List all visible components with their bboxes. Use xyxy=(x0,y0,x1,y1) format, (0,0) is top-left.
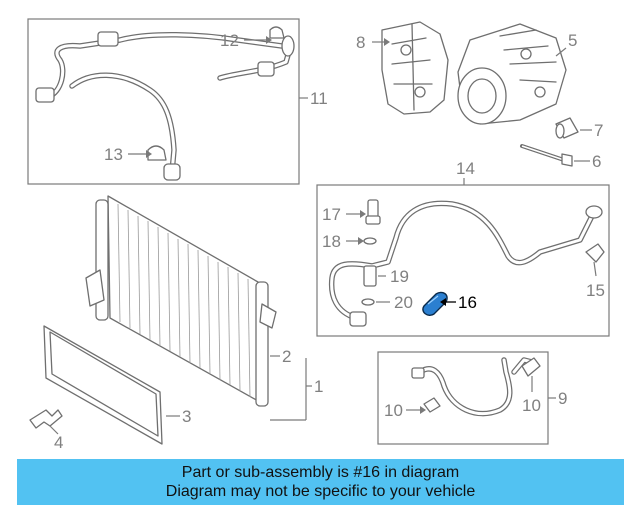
oring-part-18 xyxy=(363,237,377,245)
bracket-part-8 xyxy=(381,21,449,115)
callout-12[interactable]: 12 xyxy=(220,31,239,50)
callout-5[interactable]: 5 xyxy=(568,31,577,50)
callout-13[interactable]: 13 xyxy=(104,145,123,164)
assembly-box-11: 11 xyxy=(27,18,328,185)
banner-line-disclaimer: Diagram may not be specific to your vehi… xyxy=(165,483,476,500)
compressor-part-5 xyxy=(457,23,567,125)
callout-14[interactable]: 14 xyxy=(456,159,475,178)
callout-20[interactable]: 20 xyxy=(394,293,413,312)
callout-10-left[interactable]: 10 xyxy=(384,401,403,420)
switch-part-17 xyxy=(365,199,381,225)
hose-part-11 xyxy=(35,26,295,181)
callout-3[interactable]: 3 xyxy=(182,407,191,426)
hose-part-9 xyxy=(411,357,535,417)
callout-10-right[interactable]: 10 xyxy=(522,396,541,415)
bolt-part-6 xyxy=(520,144,573,167)
callout-15[interactable]: 15 xyxy=(586,281,605,300)
oring-part-20 xyxy=(361,298,375,306)
info-banner: Part or sub-assembly is #16 in diagram D… xyxy=(17,459,624,505)
callout-17[interactable]: 17 xyxy=(322,205,341,224)
clip-part-10-left xyxy=(423,397,441,413)
callout-7[interactable]: 7 xyxy=(594,121,603,140)
banner-line-part-number: Part or sub-assembly is #16 in diagram xyxy=(181,464,460,481)
callout-9[interactable]: 9 xyxy=(558,389,567,408)
valve-part-19 xyxy=(363,265,377,287)
sleeve-part-7 xyxy=(555,117,579,139)
bracket-part-4 xyxy=(29,409,63,429)
callout-1[interactable]: 1 xyxy=(314,377,323,396)
parts-diagram: 11 12 13 8 5 xyxy=(27,18,610,452)
callout-6[interactable]: 6 xyxy=(592,152,601,171)
pipe-part-14 xyxy=(328,200,603,327)
condenser-part-1 xyxy=(85,195,277,407)
condenser-fins xyxy=(117,203,251,398)
callout-4[interactable]: 4 xyxy=(54,433,63,452)
callout-2[interactable]: 2 xyxy=(282,347,291,366)
assembly-box-9: 9 xyxy=(377,351,567,445)
callout-11[interactable]: 11 xyxy=(310,89,328,108)
callout-8[interactable]: 8 xyxy=(356,33,365,52)
clip-part-15 xyxy=(585,243,605,263)
callout-18[interactable]: 18 xyxy=(322,232,341,251)
callout-19[interactable]: 19 xyxy=(390,267,409,286)
assembly-box-14: 14 xyxy=(316,159,610,337)
callout-16[interactable]: 16 xyxy=(458,293,477,312)
clip-part-10-right xyxy=(521,357,541,377)
air-guide-part-3 xyxy=(43,325,163,445)
